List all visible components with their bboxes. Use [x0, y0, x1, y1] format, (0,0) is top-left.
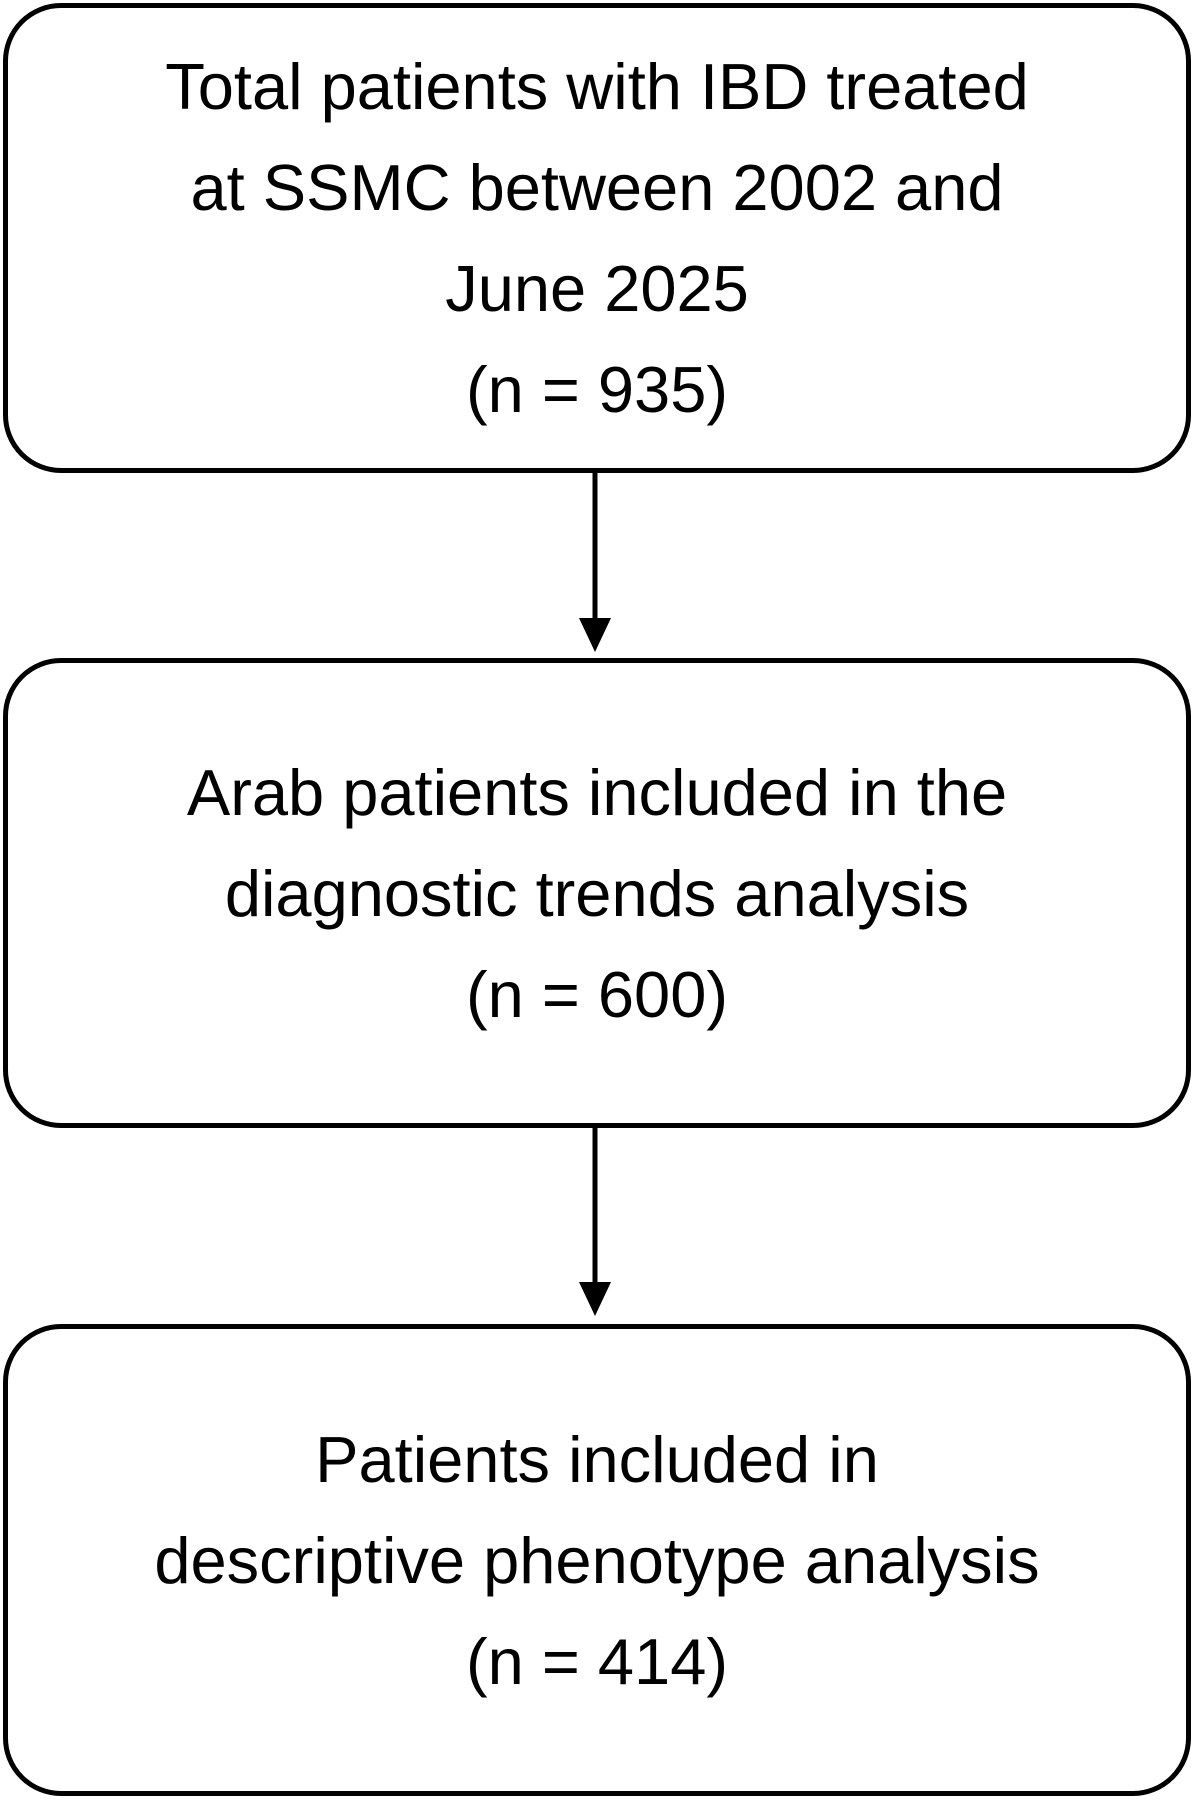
arrow-1-to-2: [579, 473, 611, 652]
box-phenotype-patients-count: (n = 414): [466, 1624, 728, 1698]
box-total-patients: Total patients with IBD treated at SSMC …: [3, 3, 1191, 473]
box-arab-patients-count: (n = 600): [466, 957, 728, 1031]
box-phenotype-patients-line-2: descriptive phenotype analysis: [154, 1523, 1040, 1597]
box-phenotype-patients-line-1: Patients included in: [315, 1422, 879, 1496]
box-arab-patients: Arab patients included in the diagnostic…: [3, 658, 1191, 1128]
box-total-patients-line-1: Total patients with IBD treated: [165, 50, 1029, 123]
box-total-patients-count: (n = 935): [466, 353, 728, 426]
box-total-patients-line-3: June 2025: [445, 252, 749, 325]
box-phenotype-patients: Patients included in descriptive phenoty…: [3, 1324, 1191, 1796]
arrow-2-to-3: [579, 1128, 611, 1316]
box-total-patients-line-2: at SSMC between 2002 and: [190, 151, 1004, 224]
box-arab-patients-line-2: diagnostic trends analysis: [224, 856, 970, 930]
box-arab-patients-line-1: Arab patients included in the: [186, 755, 1008, 829]
